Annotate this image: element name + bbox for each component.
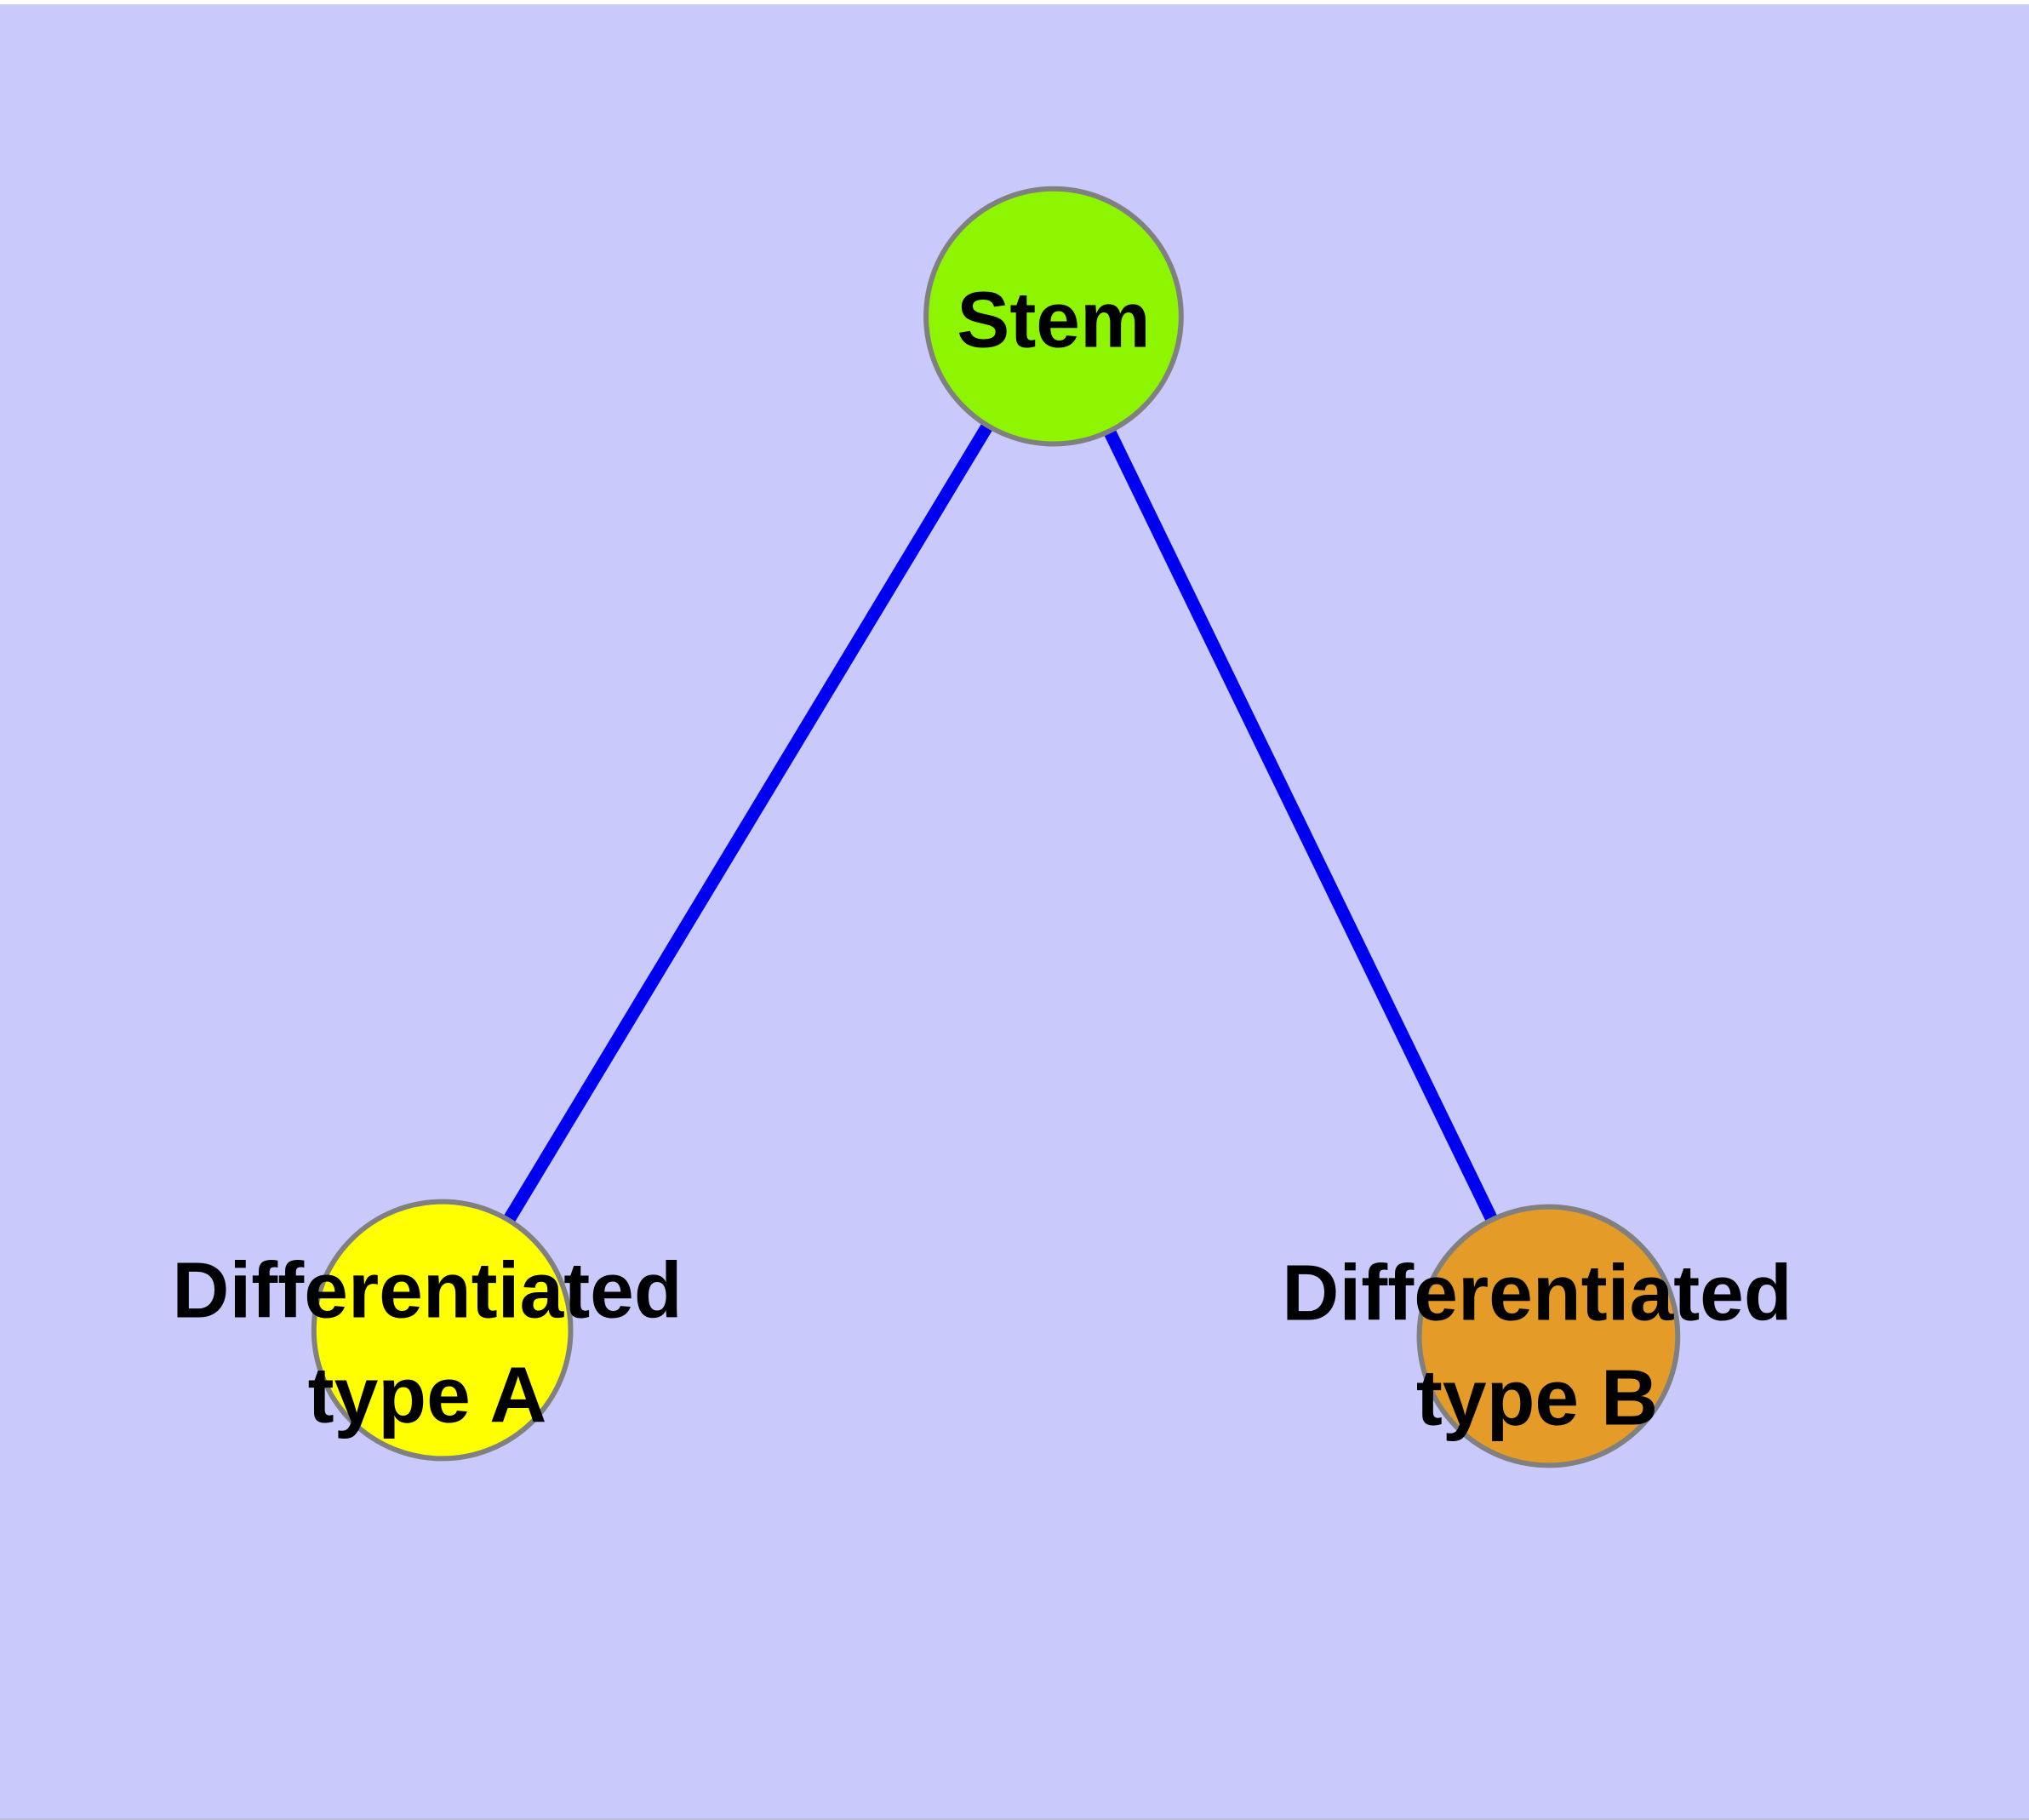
node-type-a-circle[interactable] <box>311 1199 574 1462</box>
window-top-edge <box>0 0 2029 5</box>
edge-stem-to-type-b <box>1048 313 1555 1339</box>
node-stem-circle[interactable] <box>923 186 1184 447</box>
edge-stem-to-type-a <box>437 312 1060 1334</box>
node-type-b-circle[interactable] <box>1416 1204 1681 1468</box>
